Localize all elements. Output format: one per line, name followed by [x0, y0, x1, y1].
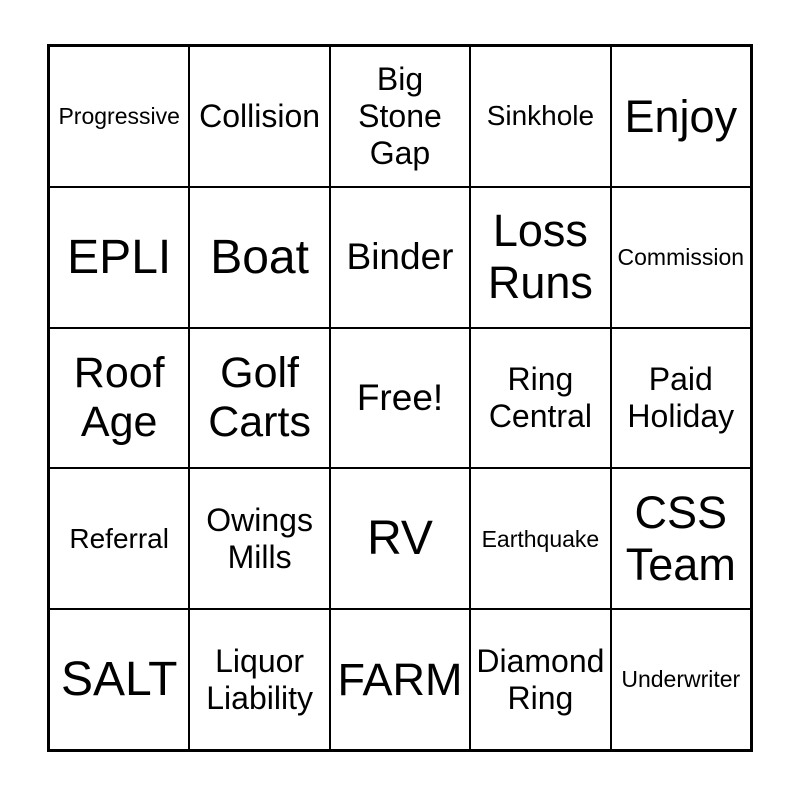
bingo-cell[interactable]: EPLI: [49, 186, 190, 328]
bingo-cell[interactable]: Diamond Ring: [470, 609, 611, 750]
bingo-cell[interactable]: Underwriter: [610, 609, 751, 750]
bingo-cell-label: Ring Central: [488, 361, 592, 434]
bingo-cell[interactable]: Earthquake: [470, 468, 611, 610]
bingo-cell-label: Enjoy: [624, 90, 738, 142]
bingo-cell-label: Boat: [210, 230, 309, 284]
bingo-cell-label: RV: [367, 512, 433, 566]
bingo-grid: Progressive Collision Big Stone Gap Sink…: [47, 44, 753, 752]
bingo-cell-label: FARM: [337, 653, 463, 705]
bingo-cell-label: CSS Team: [625, 487, 736, 590]
bingo-cell-label: Collision: [199, 98, 321, 134]
bingo-cell[interactable]: Enjoy: [610, 46, 751, 187]
bingo-cell-label: EPLI: [67, 230, 172, 284]
bingo-cell-label: Underwriter: [621, 666, 741, 693]
bingo-cell-label: Loss Runs: [487, 205, 593, 309]
bingo-cell[interactable]: Ring Central: [470, 327, 611, 469]
bingo-cell-label: Referral: [69, 522, 169, 554]
bingo-cell-label: Commission: [617, 243, 745, 270]
bingo-cell-label: SALT: [60, 653, 178, 706]
bingo-cell[interactable]: Liquor Liability: [189, 609, 330, 750]
bingo-cell[interactable]: Owings Mills: [189, 468, 330, 610]
bingo-cell-label: Liquor Liability: [206, 642, 313, 716]
bingo-cell[interactable]: Boat: [189, 186, 330, 328]
bingo-cell-label: Golf Carts: [208, 348, 311, 446]
bingo-cell[interactable]: Binder: [329, 186, 471, 328]
bingo-cell[interactable]: FARM: [329, 609, 471, 750]
bingo-cell[interactable]: CSS Team: [610, 468, 751, 610]
bingo-cell-free-space[interactable]: Free!: [329, 327, 471, 469]
bingo-cell[interactable]: SALT: [49, 609, 190, 750]
bingo-cell-label: Owings Mills: [206, 501, 313, 575]
bingo-cell-label: Earthquake: [481, 525, 600, 552]
bingo-cell[interactable]: Sinkhole: [470, 46, 611, 187]
bingo-cell-label: Binder: [346, 235, 454, 277]
bingo-cell-label: Big Stone Gap: [358, 61, 442, 171]
bingo-cell[interactable]: RV: [329, 468, 471, 610]
bingo-cell[interactable]: Paid Holiday: [610, 327, 751, 469]
bingo-cell-label: Free!: [356, 376, 444, 418]
bingo-cell-label: Paid Holiday: [627, 361, 735, 434]
bingo-cell-label: Progressive: [58, 103, 180, 130]
bingo-cell[interactable]: Referral: [49, 468, 190, 610]
bingo-cell-label: Sinkhole: [486, 100, 595, 132]
bingo-cell[interactable]: Roof Age: [49, 327, 190, 469]
bingo-cell[interactable]: Commission: [610, 186, 751, 328]
bingo-cell[interactable]: Progressive: [49, 46, 190, 187]
bingo-cell[interactable]: Loss Runs: [470, 186, 611, 328]
bingo-cell[interactable]: Big Stone Gap: [329, 46, 471, 187]
bingo-cell[interactable]: Collision: [189, 46, 330, 187]
bingo-cell[interactable]: Golf Carts: [189, 327, 330, 469]
bingo-cell-label: Diamond Ring: [476, 642, 605, 716]
bingo-cell-label: Roof Age: [73, 348, 165, 446]
